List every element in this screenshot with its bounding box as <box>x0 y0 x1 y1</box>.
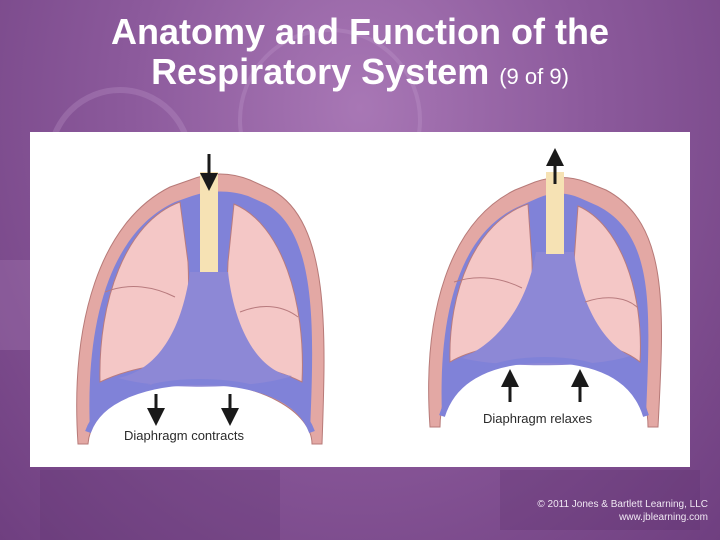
slide-title: Anatomy and Function of the Respiratory … <box>20 12 700 97</box>
exhalation-thorax <box>428 148 663 428</box>
diaphragm <box>85 378 315 434</box>
lobe-line <box>104 286 176 298</box>
heart-region <box>118 272 292 387</box>
trachea <box>546 172 564 254</box>
lobe-line <box>453 277 523 289</box>
lobe-line <box>239 306 299 318</box>
trachea <box>200 172 218 272</box>
website-line: www.jblearning.com <box>619 512 708 523</box>
caption-diaphragm-relaxes: Diaphragm relaxes <box>483 411 593 426</box>
lobe-line <box>584 297 639 309</box>
title-suffix: (9 of 9) <box>499 64 569 89</box>
respiration-diagram: Diaphragm contracts Diaphragm relaxes <box>30 132 690 467</box>
title-main: Anatomy and Function of the Respiratory … <box>111 11 609 92</box>
copyright-notice: © 2011 Jones & Bartlett Learning, LLC ww… <box>500 498 708 524</box>
heart-region <box>462 252 630 366</box>
diaphragm <box>439 356 649 417</box>
lungs-illustration <box>76 148 663 445</box>
caption-diaphragm-contracts: Diaphragm contracts <box>124 428 244 443</box>
inhalation-thorax <box>76 154 325 445</box>
copyright-line: © 2011 Jones & Bartlett Learning, LLC <box>537 499 708 510</box>
